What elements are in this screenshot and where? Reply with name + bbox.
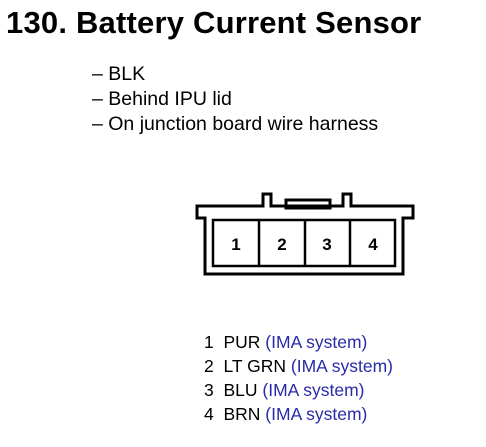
pin-label-1: 1 [231,235,240,254]
note-harness: – On junction board wire harness [92,113,379,135]
component-notes: – BLK – Behind IPU lid – On junction boa… [92,62,378,137]
wire-pin: 3 [204,380,214,400]
wire-system: (IMA system) [290,356,393,376]
wire-color: LT GRN [223,356,287,376]
wire-row-4: 4 BRN (IMA system) [204,402,393,426]
page-title: 130. Battery Current Sensor [6,5,422,40]
connector-outline [195,192,415,276]
wire-pin: 4 [204,404,214,424]
note-color: – BLK [92,63,146,85]
wire-color: BRN [223,404,261,424]
wire-pin: 2 [204,356,214,376]
wire-pin: 1 [204,332,214,352]
pin-label-4: 4 [368,235,378,254]
wire-row-1: 1 PUR (IMA system) [204,330,393,354]
pin-label-3: 3 [322,235,331,254]
wire-color: BLU [223,380,258,400]
wire-system: (IMA system) [265,332,368,352]
connector-diagram: 1 2 3 4 [195,192,415,276]
wire-row-2: 2 LT GRN (IMA system) [204,354,393,378]
wire-system: (IMA system) [262,380,365,400]
pin-label-2: 2 [277,235,286,254]
wire-color: PUR [223,332,261,352]
wire-row-3: 3 BLU (IMA system) [204,378,393,402]
wire-system: (IMA system) [265,404,368,424]
connector-lock-tab [284,198,332,210]
wire-legend: 1 PUR (IMA system) 2 LT GRN (IMA system)… [204,330,393,426]
note-location: – Behind IPU lid [92,88,232,110]
